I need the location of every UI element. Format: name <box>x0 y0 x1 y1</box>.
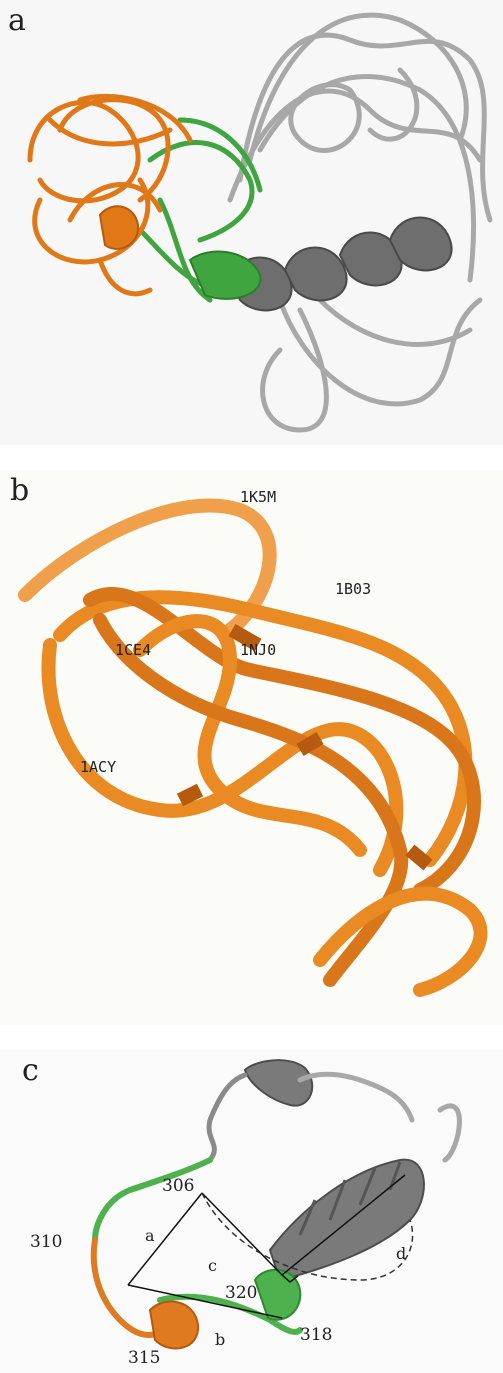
superposed-loops-image <box>0 470 503 1025</box>
residue-label-320: 320 <box>225 1285 257 1302</box>
structure-label-1k5m: 1K5M <box>240 490 276 505</box>
structure-label-1nj0: 1NJ0 <box>240 643 276 658</box>
residue-label-315: 315 <box>128 1350 160 1367</box>
residue-label-306: 306 <box>162 1178 194 1195</box>
distance-label-a: a <box>145 1228 155 1244</box>
distance-label-d: d <box>396 1246 406 1262</box>
structure-label-1ce4: 1CE4 <box>115 643 151 658</box>
panel-c: c 306 310 315 318 320 a b c d <box>0 1050 503 1373</box>
panel-a: a <box>0 0 503 445</box>
ensemble-structure-image <box>0 0 503 445</box>
panel-label-b: b <box>10 476 29 506</box>
distance-label-c: c <box>208 1258 217 1274</box>
panel-label-a: a <box>8 6 26 36</box>
residue-label-310: 310 <box>30 1234 62 1251</box>
structure-label-1acy: 1ACY <box>80 760 116 775</box>
structure-label-1b03: 1B03 <box>335 582 371 597</box>
panel-label-c: c <box>22 1056 39 1086</box>
distance-label-b: b <box>215 1332 225 1348</box>
residue-label-318: 318 <box>300 1327 332 1344</box>
loop-geometry-image <box>0 1050 503 1373</box>
panel-b: b 1K5M 1B03 1CE4 1NJ0 1ACY <box>0 470 503 1025</box>
